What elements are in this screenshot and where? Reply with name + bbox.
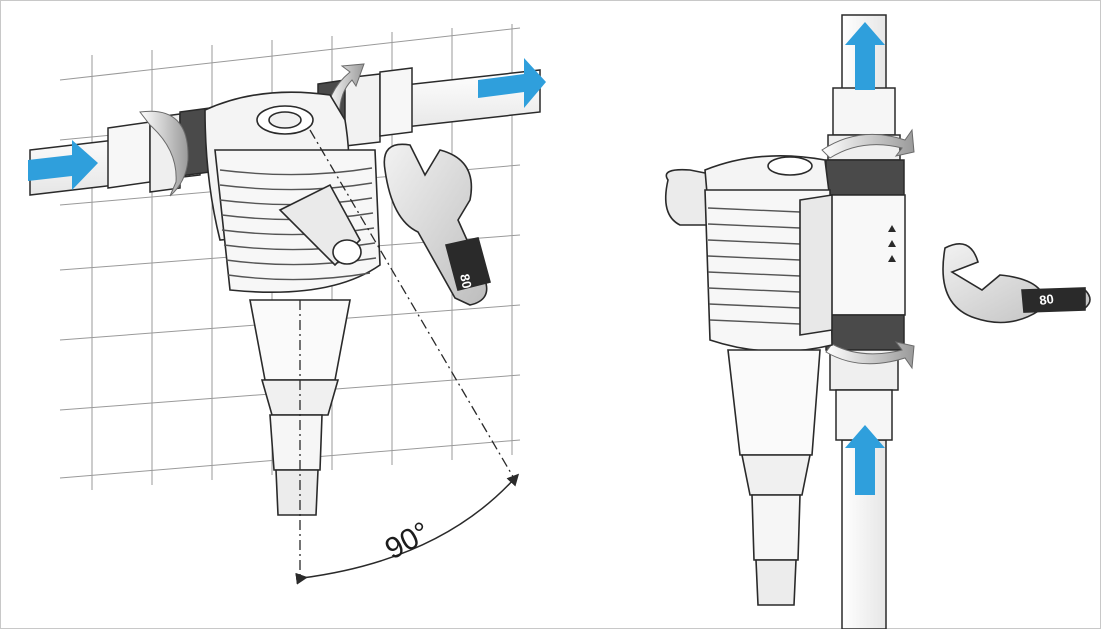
rotation-arrow-icon: [821, 128, 915, 370]
wrench-size-label: 80: [457, 273, 475, 290]
axis-lines: [299, 129, 516, 580]
vertical-pipe: [825, 14, 906, 629]
wrench-icon: [942, 243, 1091, 324]
flow-arrow-icon: [28, 58, 546, 190]
filter-unit-right: [664, 154, 833, 606]
connector-markings: [888, 225, 896, 262]
flow-arrow-icon: [845, 22, 885, 495]
filter-unit-left: [204, 91, 381, 516]
wrench-size-label: 80: [1038, 291, 1054, 308]
wrench-icon: [383, 143, 491, 306]
angle-arc-icon: [295, 473, 520, 585]
